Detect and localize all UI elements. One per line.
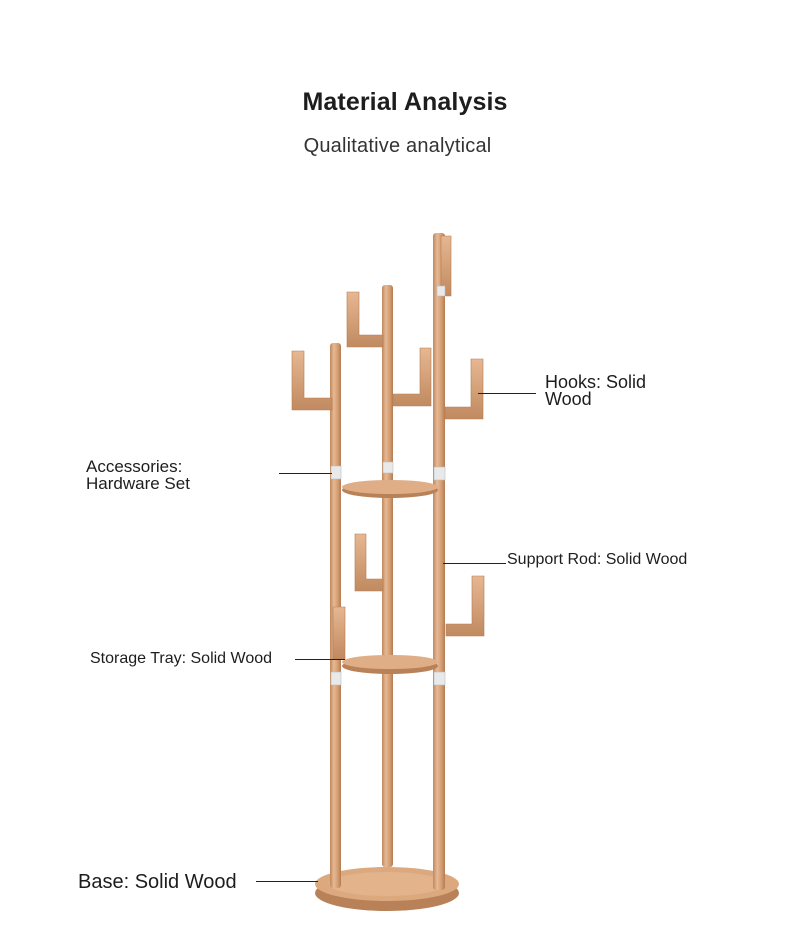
page-title: Material Analysis	[302, 88, 508, 116]
hooks-upper	[291, 235, 484, 420]
base-label: Base: Solid Wood	[78, 871, 237, 893]
hardware-connectors	[330, 285, 446, 686]
right-pole	[433, 233, 445, 890]
accessories-leader-line	[279, 473, 332, 474]
support-rod-label: Support Rod: Solid Wood	[507, 551, 688, 568]
hooks-leader-line	[478, 393, 536, 394]
accessories-label-line1: Accessories:	[86, 457, 183, 476]
accessories-label-line2: Hardware Set	[86, 474, 190, 493]
support-rod-leader-line	[443, 563, 506, 564]
accessories-label: Accessories: Hardware Set	[86, 458, 190, 492]
storage-tray-lower	[342, 655, 438, 674]
middle-pole	[382, 285, 393, 867]
storage-tray-label: Storage Tray: Solid Wood	[90, 650, 273, 667]
storage-tray-leader-line	[295, 659, 345, 660]
storage-tray-upper	[342, 480, 438, 498]
hooks-lower	[332, 533, 485, 660]
base-leader-line	[256, 881, 318, 882]
hooks-label-line1: Hooks: Solid	[545, 372, 647, 392]
page-subtitle: Qualitative analytical	[303, 135, 492, 157]
hooks-label: Hooks: Solid Wood	[545, 372, 647, 409]
hooks-label-line2: Wood	[545, 389, 592, 409]
base-disc	[315, 867, 459, 911]
